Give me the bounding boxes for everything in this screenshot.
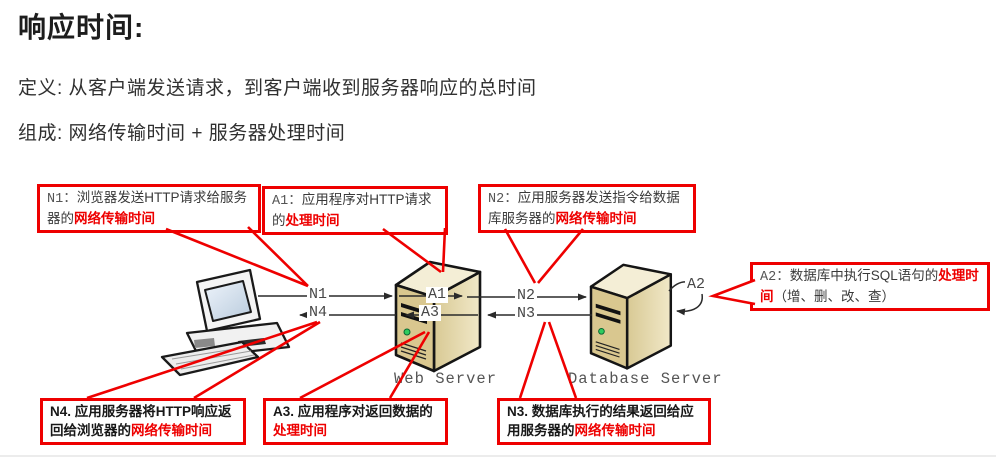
callout-a2-text: 数据库中执行SQL语句的 [789, 268, 939, 283]
callout-n3-prefix: N3. [507, 404, 532, 419]
web-server-label: Web Server [394, 370, 498, 388]
a2-loop-lower [676, 293, 703, 316]
definition-line: 定义: 从客户端发送请求，到客户端收到服务器响应的总时间 [18, 78, 537, 99]
arrow-label-n2: N2 [515, 287, 538, 304]
callout-n4: N4. 应用服务器将HTTP响应返回给浏览器的网络传输时间 [40, 398, 246, 446]
callout-n4-highlight: 网络传输时间 [131, 422, 212, 438]
callout-a1-prefix: A1： [272, 194, 302, 209]
callout-n4-prefix: N4. [50, 404, 75, 419]
callout-a3-highlight: 处理时间 [273, 422, 327, 438]
callout-n1-text: 浏览器发送HTTP请求给服务器的 [47, 190, 247, 226]
callout-a3-prefix: A3. [273, 404, 298, 419]
client-computer-illustration [160, 268, 291, 377]
callout-a3: A3. 应用程序对返回数据的处理时间 [263, 398, 448, 446]
page-title: 响应时间: [18, 12, 145, 43]
callout-a2-post: （增、删、改、查） [773, 288, 896, 304]
callout-n3-highlight: 网络传输时间 [574, 422, 656, 438]
callout-a1-text: 应用程序对HTTP请求的 [272, 192, 432, 228]
callout-n2-text: 应用服务器发送指令给数据库服务器的 [488, 190, 680, 226]
callout-a2-highlight: 处理时间 [760, 268, 979, 304]
callout-n2-prefix: N2： [488, 192, 518, 207]
callout-n1-highlight: 网络传输时间 [74, 210, 155, 226]
callout-a3-text: 应用程序对返回数据的 [297, 404, 433, 419]
arrow-label-n1: N1 [307, 286, 330, 303]
callout-n2-highlight: 网络传输时间 [555, 210, 637, 226]
callout-a1: A1：应用程序对HTTP请求的处理时间 [262, 186, 448, 236]
arrow-label-a2: A2 [685, 276, 708, 293]
database-server-illustration [589, 263, 673, 370]
arrow-label-a3: A3 [419, 304, 442, 321]
callout-n2: N2：应用服务器发送指令给数据库服务器的网络传输时间 [478, 184, 696, 234]
callout-a1-highlight: 处理时间 [285, 212, 340, 228]
callout-n4-text: 应用服务器将HTTP响应返回给浏览器的 [50, 404, 232, 438]
callout-n1: N1：浏览器发送HTTP请求给服务器的网络传输时间 [37, 184, 261, 234]
arrow-label-n4: N4 [307, 304, 330, 321]
callout-a2-prefix: A2： [760, 270, 790, 285]
arrow-label-n3: N3 [515, 305, 538, 322]
arrow-label-a1: A1 [426, 286, 449, 303]
callout-a2: A2：数据库中执行SQL语句的处理时间（增、删、改、查） [750, 262, 990, 312]
bottom-divider [0, 455, 996, 457]
callout-n3: N3. 数据库执行的结果返回给应用服务器的网络传输时间 [497, 398, 711, 446]
callout-n1-prefix: N1： [47, 192, 77, 207]
composition-line: 组成: 网络传输时间 + 服务器处理时间 [18, 123, 346, 144]
callout-n3-text: 数据库执行的结果返回给应用服务器的 [507, 404, 694, 438]
database-server-label: Database Server [568, 370, 723, 388]
